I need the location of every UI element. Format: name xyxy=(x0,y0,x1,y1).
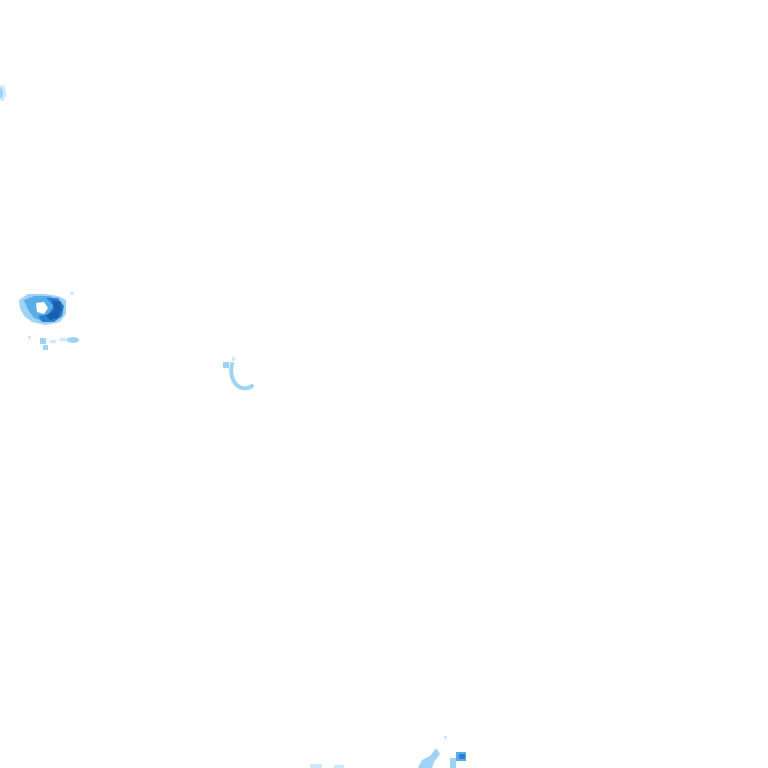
precip-cell-very-light xyxy=(334,765,344,768)
precip-cell-light xyxy=(67,337,79,343)
precip-cell-light xyxy=(418,748,440,768)
precip-cell-light xyxy=(43,345,48,350)
precip-echo-scatter xyxy=(28,336,79,350)
precip-cell-gap xyxy=(36,302,48,314)
precip-echo-edge xyxy=(0,85,6,101)
precip-cell-light xyxy=(223,362,229,368)
precip-cell-very-light xyxy=(232,357,235,361)
precip-cell-very-heavy xyxy=(46,300,62,320)
precip-cell-very-light xyxy=(444,736,447,739)
precip-cell-heavy xyxy=(459,754,465,759)
precip-cell-very-light xyxy=(28,336,31,339)
precip-cell-light xyxy=(40,338,46,344)
precip-cell-very-light xyxy=(50,340,56,343)
precip-cell-light xyxy=(450,758,456,768)
precip-cell-very-light xyxy=(60,338,68,341)
precip-echo-bottom xyxy=(310,736,466,768)
precip-echo-arc xyxy=(223,357,254,391)
precip-cell-very-light xyxy=(310,764,322,768)
precip-cell-light xyxy=(229,362,254,391)
precip-echo-storm-cell xyxy=(19,292,74,325)
precip-cell-very-light xyxy=(70,292,74,295)
precip-cell-light xyxy=(0,88,3,98)
